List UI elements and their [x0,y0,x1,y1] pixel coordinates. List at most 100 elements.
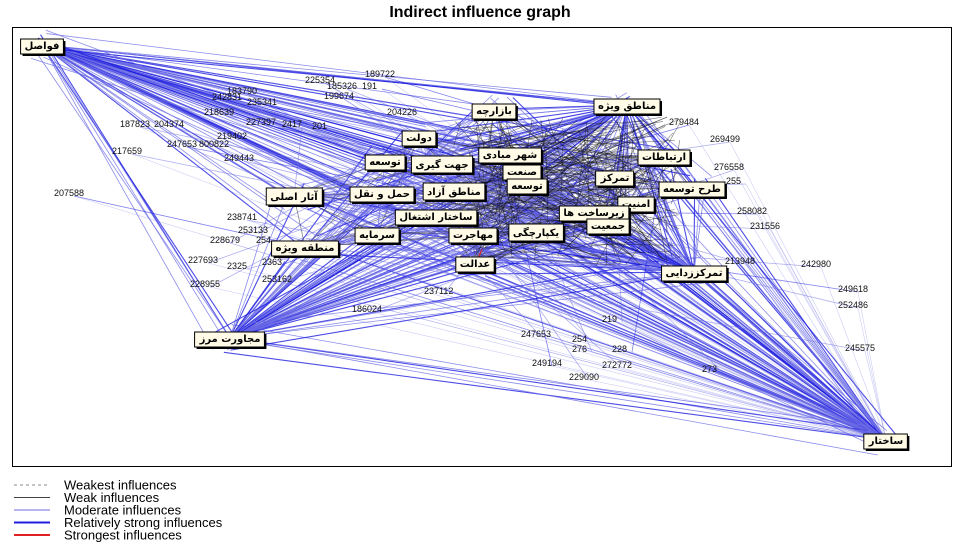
variable-id-label: 253162 [262,274,292,284]
node-box [394,209,478,226]
influence-edge [381,88,887,441]
influence-edge [707,189,887,441]
influence-edge [535,129,657,188]
influence-edge [41,44,214,350]
variable-id-label: 187823 [120,119,150,129]
variable-id-label: 249194 [532,358,562,368]
influence-edge [229,233,627,339]
variable-id-label: 186024 [352,304,382,314]
node-shahr_marzi: شهر مبادی [478,147,544,165]
variable-id-label: 201 [312,121,327,131]
node-bazarcheh: بازارچه [471,103,518,121]
influence-edge [588,379,887,441]
node-jahatgiri: جهت گیری [410,155,475,175]
variable-id-label: 242831 [212,92,242,102]
node-label: طرح توسعه [663,184,721,195]
influence-edge [281,281,887,441]
node-box [410,155,474,174]
influence-edge [721,371,887,441]
influence-edge [616,119,624,143]
node-edalat: عدالت [455,256,497,274]
node-dolat: دولت [401,130,438,148]
influence-edge [41,44,426,128]
influence-edge [281,264,887,441]
influence-edge [367,236,887,441]
influence-edge [293,126,303,197]
variable-id-label: 213948 [725,256,755,266]
node-mojaverat: مجاورت مرز [194,331,267,349]
influence-edge [243,160,887,441]
influence-edge [475,235,887,441]
influence-edge [540,336,887,441]
variable-id-label: 207588 [54,188,84,198]
influence-edge [229,337,878,456]
influence-edge [226,271,695,340]
legend-label: Moderate influences [64,503,182,518]
variable-id-label: 218639 [204,107,234,117]
influence-edge [644,151,695,273]
influence-edge [462,257,695,273]
influence-edge [246,93,887,441]
node-box [354,227,400,244]
variable-id-label: 2417 [282,119,302,129]
variable-id-label: 219402 [217,131,247,141]
influence-edge [41,44,400,205]
variable-id-label: 228955 [190,279,220,289]
influence-edge [73,195,306,248]
influence-edge [41,44,612,98]
node-sarmayeh: سرمایه [354,227,402,245]
influence-edge [343,98,443,165]
influence-edge [744,263,887,441]
influence-edge [293,136,420,197]
variable-id-label: 231556 [750,221,780,231]
chart-title: Indirect influence graph [389,4,571,21]
influence-edge [230,271,695,351]
node-box [478,147,542,164]
node-haml: حمل و نقل [349,186,416,204]
node-box [471,103,517,120]
node-label: زیرساخت ها [563,208,625,219]
influence-edge [591,351,887,441]
node-label: تمرکز [600,173,630,184]
variable-id-label: 204226 [387,107,417,117]
influence-edge [304,163,443,248]
influence-edge [229,250,489,339]
influence-edge [605,123,656,149]
node-label: مهاجرت [453,230,493,241]
node-tamarkoz: تمرکز [595,170,636,188]
variable-id-label: 279484 [669,117,699,127]
node-sakhtar: ساختار [863,433,910,451]
influence-edge [257,232,887,441]
influence-edge [472,233,859,293]
influence-edge [864,350,887,441]
influence-edge [551,365,887,441]
legend-label: Relatively strong influences [64,515,223,530]
node-sakhtar_eshteghal: ساختار اشتغال [394,209,479,227]
influence-edge [32,43,628,106]
node-label: توسعه [511,181,543,192]
influence-edge [654,193,695,273]
influence-edge [594,124,666,160]
influence-edge [693,271,887,431]
influence-edge [579,256,622,264]
variable-id-label: 252486 [838,300,868,310]
node-ertebatat: ارتباطات [637,149,692,167]
influence-edge [229,182,305,339]
influence-edge [493,109,665,157]
influence-edge [693,189,701,273]
influence-edge [621,321,887,441]
node-tamarkozzodaei: تمرکززدایی [661,265,729,283]
variable-id-label: 247653 [521,329,551,339]
influence-edge [591,341,887,441]
influence-edge [242,341,887,441]
node-label: مناطق ویژه [598,101,656,112]
variable-id-label: 235341 [247,97,277,107]
variable-id-label: 217659 [112,146,142,156]
node-label: تمرکززدایی [666,268,723,279]
node-label: سرمایه [359,230,395,241]
influence-edge [301,126,887,441]
node-label: عدالت [460,259,490,270]
influence-edge [31,46,628,106]
